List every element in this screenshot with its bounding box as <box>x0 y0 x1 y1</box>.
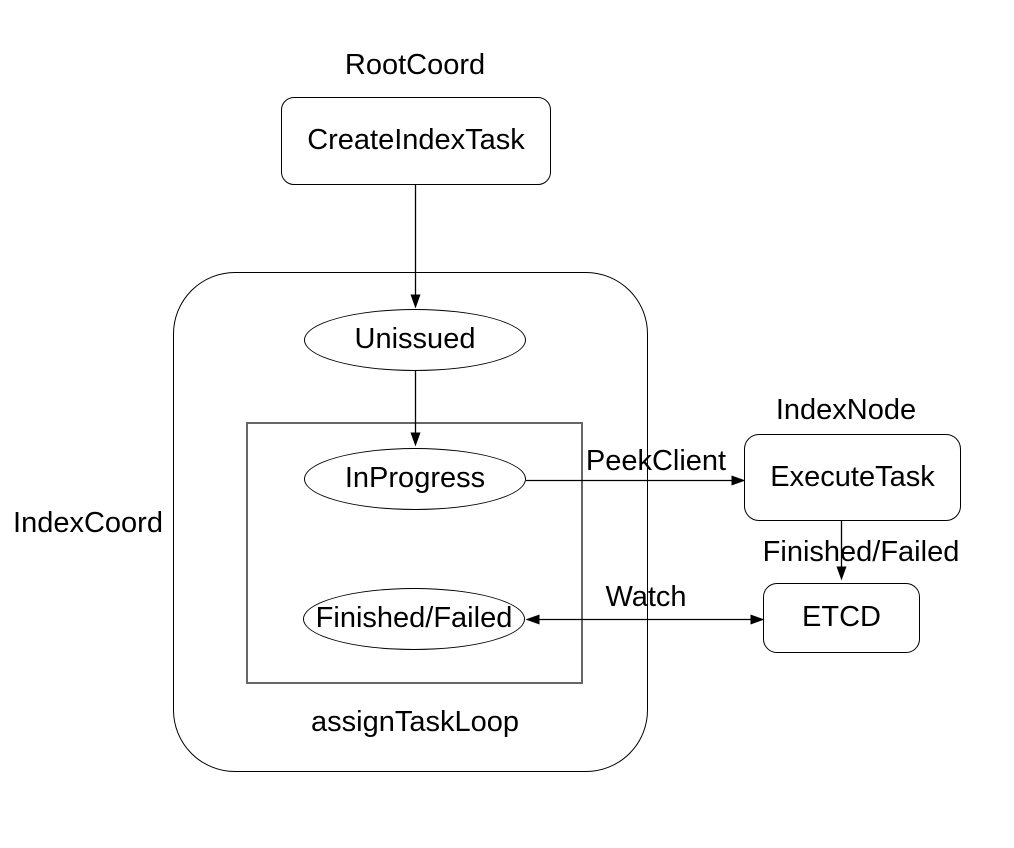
indexcoord-label: IndexCoord <box>13 507 163 539</box>
watch-edge-label: Watch <box>605 581 687 613</box>
arrowhead-icon <box>750 614 765 625</box>
inprogress-node: InProgress <box>304 448 526 510</box>
rootcoord-label: RootCoord <box>344 49 486 81</box>
create-index-task-node: CreateIndexTask <box>281 97 551 185</box>
peekclient-edge-label: PeekClient <box>585 445 727 477</box>
assigntaskloop-box <box>246 422 583 684</box>
etcd-node: ETCD <box>763 583 920 653</box>
unissued-node: Unissued <box>304 309 526 371</box>
indexnode-label: IndexNode <box>775 394 917 426</box>
finishedfailed-node: Finished/Failed <box>303 588 525 650</box>
executetask-node: ExecuteTask <box>744 434 961 521</box>
finishedfailed-edge-label: Finished/Failed <box>762 536 960 568</box>
indexcoord-container <box>173 272 648 772</box>
assigntaskloop-label: assignTaskLoop <box>311 706 519 738</box>
